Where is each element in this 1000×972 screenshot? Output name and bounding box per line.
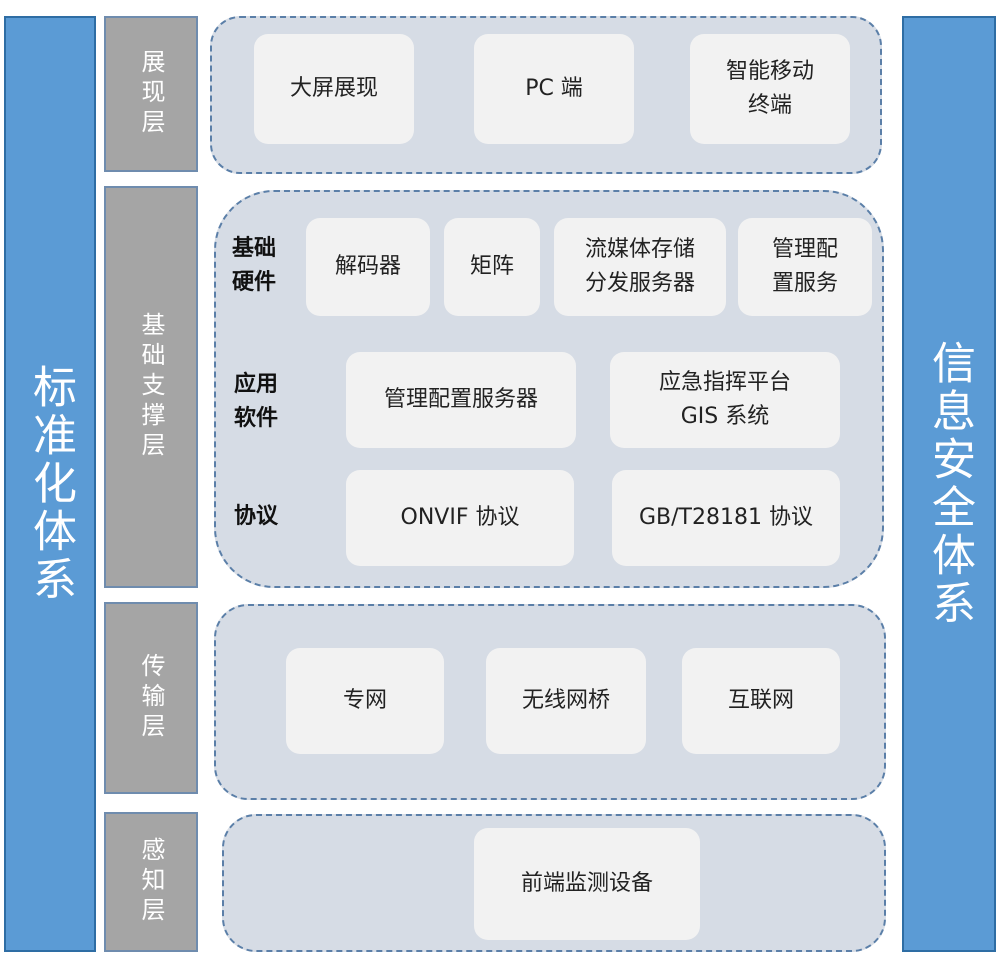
foundation-layer-label-text: 基础支撑层 [137, 312, 165, 462]
hardware-item: 流媒体存储 分发服务器 [554, 218, 726, 316]
hardware-item: 矩阵 [444, 218, 540, 316]
protocol-item: ONVIF 协议 [346, 470, 574, 566]
hardware-row-label: 基础 硬件 [232, 236, 277, 295]
protocol-item: GB/T28181 协议 [612, 470, 840, 566]
transport-item: 无线网桥 [486, 648, 646, 754]
transport-item: 互联网 [682, 648, 840, 754]
presentation-layer-label-text: 展现层 [137, 49, 165, 139]
transport-layer-label: 传输层 [104, 602, 198, 794]
information-security-system-label: 信息安全体系 [924, 340, 975, 628]
transport-item: 专网 [286, 648, 444, 754]
hardware-item: 管理配 置服务 [738, 218, 872, 316]
protocol-row-label: 协议 [234, 504, 279, 529]
software-item: 应急指挥平台 GIS 系统 [610, 352, 840, 448]
software-row-label: 应用 软件 [234, 372, 279, 431]
hardware-item: 解码器 [306, 218, 430, 316]
standardization-system-pillar: 标准化体系 [4, 16, 96, 952]
perception-item: 前端监测设备 [474, 828, 700, 940]
foundation-layer-label: 基础支撑层 [104, 186, 198, 588]
software-item: 管理配置服务器 [346, 352, 576, 448]
perception-layer-label: 感知层 [104, 812, 198, 952]
presentation-layer-label: 展现层 [104, 16, 198, 172]
presentation-item: PC 端 [474, 34, 634, 144]
transport-layer-label-text: 传输层 [137, 653, 165, 743]
information-security-system-pillar: 信息安全体系 [902, 16, 996, 952]
presentation-item: 智能移动 终端 [690, 34, 850, 144]
standardization-system-label: 标准化体系 [25, 364, 76, 604]
presentation-item: 大屏展现 [254, 34, 414, 144]
perception-layer-label-text: 感知层 [137, 837, 165, 927]
